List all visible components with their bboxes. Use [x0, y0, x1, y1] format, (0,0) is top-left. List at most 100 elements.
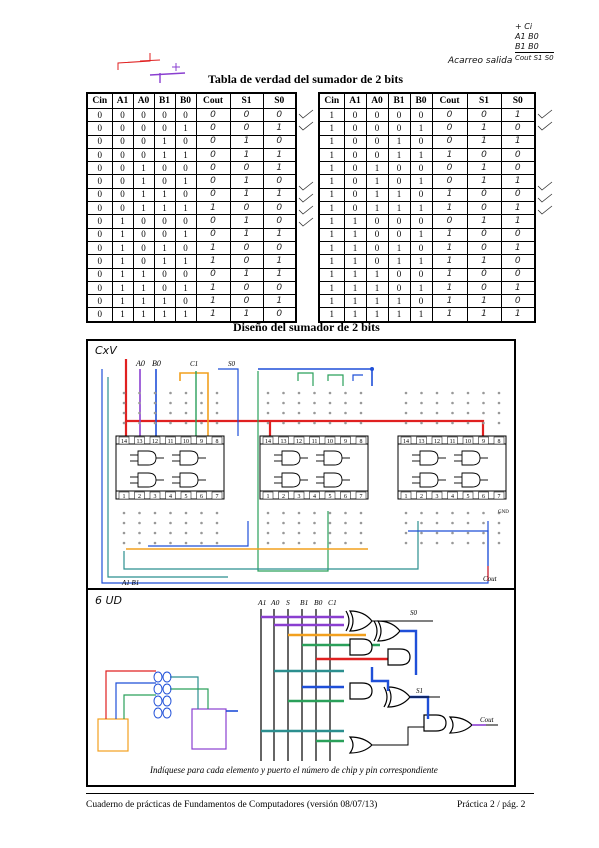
table-cell: 0 [262, 307, 297, 323]
table-cell: 1 [500, 134, 536, 149]
pin-number: 2 [420, 494, 423, 500]
xor-gate-3 [386, 686, 411, 708]
table-cell: 1 [343, 254, 367, 269]
table-cell: 1 [174, 280, 197, 296]
design-title: Diseño del sumador de 2 bits [233, 320, 380, 334]
table-cell: 1 [229, 147, 264, 163]
table-cell: 0 [466, 240, 502, 256]
pin-mapping-sketch [97, 670, 238, 752]
table-cell: 1 [500, 107, 536, 123]
table-cell: 0 [195, 227, 231, 242]
table-cell: 0 [174, 187, 197, 203]
table-cell: 1 [111, 307, 134, 323]
table-cell: 1 [431, 147, 468, 163]
pin-number: 14 [265, 439, 271, 445]
table-cell: 0 [387, 174, 411, 189]
table-cell: 1 [365, 174, 389, 189]
footer-left: Cuaderno de prácticas de Fundamentos de … [86, 800, 378, 810]
pin-number: 10 [327, 439, 333, 445]
table-cell: 0 [343, 174, 367, 189]
table-cell: 1 [431, 240, 468, 256]
pin-number: 8 [216, 439, 219, 445]
table-cell: 1 [409, 121, 433, 136]
pin-number: 6 [200, 494, 203, 500]
table-cell: 1 [409, 227, 433, 242]
table-cell: 0 [86, 280, 113, 296]
table-cell: 0 [409, 187, 433, 203]
table-cell: 1 [229, 187, 264, 203]
table-cell: 1 [318, 161, 345, 176]
xor-gate-1 [348, 610, 373, 632]
table-cell: 1 [466, 134, 502, 149]
check-marks-left [298, 109, 314, 227]
table-cell: 1 [174, 227, 197, 242]
pin-number: 7 [216, 494, 219, 500]
table-cell: 0 [409, 240, 433, 256]
table-cell: 1 [318, 240, 345, 256]
table-cell: 0 [195, 267, 231, 282]
table-cell: 1 [365, 294, 389, 309]
pin-number: 11 [312, 439, 318, 445]
table-cell: 1 [195, 240, 231, 256]
table-cell: 0 [153, 174, 176, 189]
and-gate-2 [387, 648, 411, 666]
column-header: Cout [195, 92, 231, 109]
table-cell: 0 [229, 161, 264, 176]
pin-number: 2 [138, 494, 141, 500]
pin-number: 14 [121, 439, 127, 445]
table-cell: 1 [343, 280, 367, 296]
table-cell: 0 [229, 254, 264, 269]
table-cell: 0 [466, 280, 502, 296]
table-cell: 1 [318, 107, 345, 123]
table-cell: 1 [318, 147, 345, 163]
table-cell: 0 [195, 187, 231, 203]
pin-number: 12 [296, 439, 302, 445]
table-cell: 0 [262, 201, 297, 216]
table-cell: 0 [343, 201, 367, 216]
table-cell: 0 [387, 161, 411, 176]
table-cell: 0 [229, 121, 264, 136]
table-cell: 1 [466, 254, 502, 269]
pin-number: 5 [467, 494, 470, 500]
table-cell: 1 [195, 201, 231, 216]
table-cell: 0 [365, 107, 389, 123]
table-cell: 0 [86, 201, 113, 216]
table-cell: 1 [318, 280, 345, 296]
label-gnd: GND [498, 510, 509, 515]
table-cell: 1 [431, 254, 468, 269]
table-cell: 0 [111, 107, 134, 123]
table-cell: 0 [343, 161, 367, 176]
table-cell: 0 [466, 107, 502, 123]
table-cell: 0 [409, 161, 433, 176]
table-cell: 0 [111, 201, 134, 216]
table-cell: 0 [132, 134, 155, 149]
pin-number: 5 [329, 494, 332, 500]
and-gate-1 [349, 638, 373, 656]
pin-number: 12 [152, 439, 158, 445]
table-cell: 0 [466, 147, 502, 163]
table-cell: 1 [174, 147, 197, 163]
table-cell: 1 [409, 174, 433, 189]
table-cell: 1 [153, 187, 176, 203]
table-cell: 0 [111, 147, 134, 163]
output-s0: S0 [410, 609, 418, 617]
sch-input-b0: B0 [314, 598, 323, 607]
section-bottom-label: 6 UD [95, 594, 123, 607]
table-cell: 1 [153, 254, 176, 269]
column-header: Cout [431, 92, 468, 109]
pin-number: 1 [405, 494, 408, 500]
table-cell: 0 [86, 174, 113, 189]
table-cell: 0 [365, 147, 389, 163]
pin-number: 3 [298, 494, 301, 500]
sch-input-s: S [286, 598, 290, 607]
pin-number: 4 [313, 494, 316, 500]
